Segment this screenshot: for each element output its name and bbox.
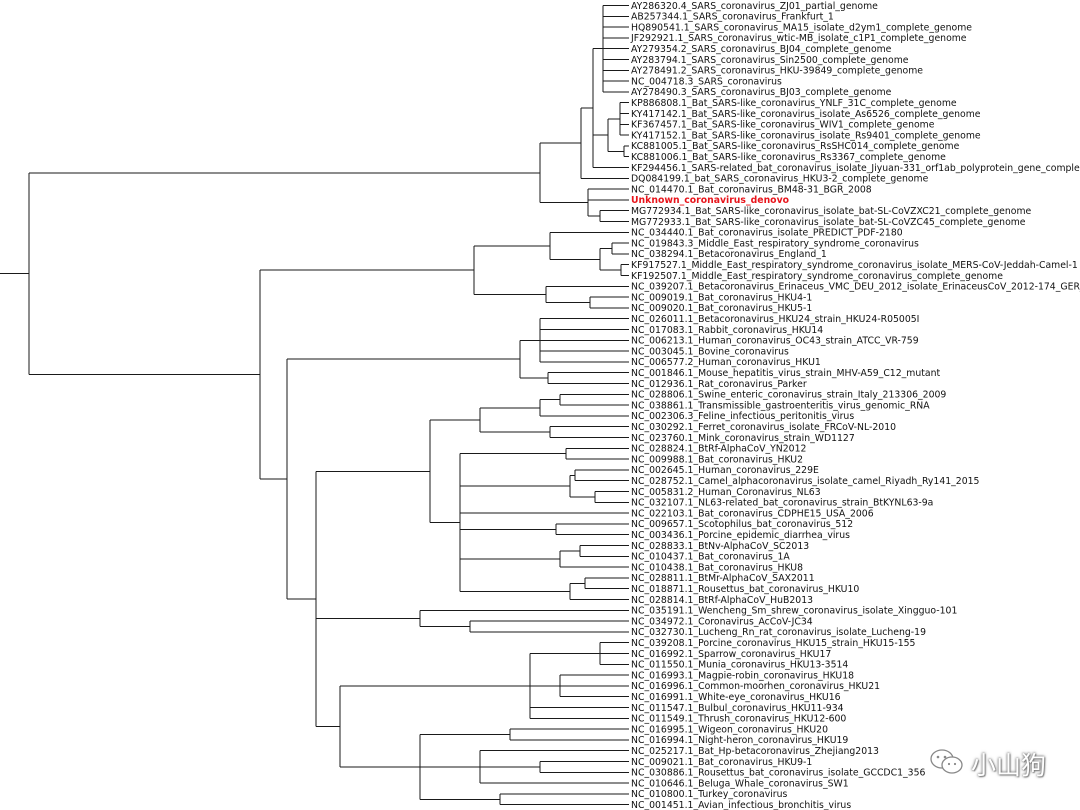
leaf-label: KF367457.1_Bat_SARS-like_coronavirus_WIV… <box>631 120 935 131</box>
leaf-label: NC_009019.1_Bat_coronavirus_HKU4-1 <box>631 292 812 303</box>
leaf-label: KF192507.1_Middle_East_respiratory_syndr… <box>631 271 1003 282</box>
leaf-label: AY283794.1_SARS_coronavirus_Sin2500_comp… <box>631 55 909 66</box>
leaf-label: NC_039207.1_Betacoronavirus_Erinaceus_VM… <box>631 282 1080 293</box>
leaf-label: NC_016996.1_Common-moorhen_coronavirus_H… <box>631 681 880 692</box>
leaf-label: NC_001846.1_Mouse_hepatitis_virus_strain… <box>631 368 940 379</box>
leaf-label: AY286320.4_SARS_coronavirus_ZJ01_partial… <box>631 1 878 12</box>
leaf-label: NC_006577.2_Human_coronavirus_HKU1 <box>631 357 821 368</box>
leaf-label: NC_009021.1_Bat_coronavirus_HKU9-1 <box>631 757 812 768</box>
tree-leaf-labels: AY286320.4_SARS_coronavirus_ZJ01_partial… <box>630 1 1080 810</box>
leaf-label: NC_016995.1_Wigeon_coronavirus_HKU20 <box>631 724 828 735</box>
leaf-label: NC_018871.1_Rousettus_bat_coronavirus_HK… <box>631 584 859 595</box>
leaf-label: NC_016991.1_White-eye_coronavirus_HKU16 <box>631 692 841 703</box>
leaf-label: NC_011550.1_Munia_coronavirus_HKU13-3514 <box>631 660 848 671</box>
leaf-label: NC_023760.1_Mink_coronavirus_strain_WD11… <box>631 433 855 444</box>
leaf-label: NC_028824.1_BtRf-AlphaCoV_YN2012 <box>631 444 806 455</box>
leaf-label: NC_032107.1_NL63-related_bat_coronavirus… <box>631 498 933 509</box>
leaf-label: NC_001451.1_Avian_infectious_bronchitis_… <box>631 800 851 810</box>
leaf-label: KY417152.1_Bat_SARS-like_coronavirus_iso… <box>631 130 981 141</box>
leaf-label: KP886808.1_Bat_SARS-like_coronavirus_YNL… <box>631 98 957 109</box>
leaf-label: NC_012936.1_Rat_coronavirus_Parker <box>631 379 807 390</box>
leaf-label: NC_009988.1_Bat_coronavirus_HKU2 <box>631 454 803 465</box>
leaf-label: NC_010646.1_Beluga_Whale_coronavirus_SW1 <box>631 778 849 789</box>
leaf-label: NC_019843.3_Middle_East_respiratory_synd… <box>631 238 919 249</box>
leaf-label: MG772933.1_Bat_SARS-like_coronavirus_iso… <box>631 217 1026 228</box>
leaf-label: NC_010438.1_Bat_coronavirus_HKU8 <box>631 562 803 573</box>
leaf-label: JF292921.1_SARS_coronavirus_wtic-MB_isol… <box>630 33 967 44</box>
leaf-label: NC_003436.1_Porcine_epidemic_diarrhea_vi… <box>631 530 850 541</box>
leaf-label: NC_016993.1_Magpie-robin_coronavirus_HKU… <box>631 670 854 681</box>
leaf-label: NC_028806.1_Swine_enteric_coronavirus_st… <box>631 390 946 401</box>
leaf-label: NC_025217.1_Bat_Hp-betacoronavirus_Zheji… <box>631 746 879 757</box>
leaf-label: NC_010800.1_Turkey_coronavirus <box>631 789 788 800</box>
leaf-label: AY279354.2_SARS_coronavirus_BJ04_complet… <box>631 44 892 55</box>
leaf-label: NC_002645.1_Human_coronavirus_229E <box>631 465 819 476</box>
leaf-label: AY278491.2_SARS_coronavirus_HKU-39849_co… <box>631 66 923 77</box>
highlighted-leaf-label: Unknown_coronavirus_denovo <box>631 195 789 206</box>
leaf-label: NC_030292.1_Ferret_coronavirus_isolate_F… <box>631 422 896 433</box>
watermark-text: 小山狗 <box>970 751 1046 780</box>
leaf-label: KF294456.1_SARS-related_bat_coronavirus_… <box>631 163 1080 174</box>
leaf-label: AY278490.3_SARS_coronavirus_BJ03_complet… <box>631 87 892 98</box>
leaf-label: NC_005831.2_Human_Coronavirus_NL63 <box>631 487 821 498</box>
leaf-label: NC_002306.3_Feline_infectious_peritoniti… <box>631 411 854 422</box>
leaf-label: HQ890541.1_SARS_coronavirus_MA15_isolate… <box>631 22 972 33</box>
leaf-label: NC_014470.1_Bat_coronavirus_BM48-31_BGR_… <box>631 184 872 195</box>
leaf-label: NC_038294.1_Betacoronavirus_England_1 <box>631 249 827 260</box>
leaf-label: NC_016992.1_Sparrow_coronavirus_HKU17 <box>631 649 831 660</box>
leaf-label: KC881005.1_Bat_SARS-like_coronavirus_RsS… <box>631 141 960 152</box>
leaf-label: KF917527.1_Middle_East_respiratory_syndr… <box>631 260 1078 271</box>
leaf-label: NC_003045.1_Bovine_coronavirus <box>631 346 789 357</box>
leaf-label: NC_030886.1_Rousettus_bat_coronavirus_is… <box>631 768 925 779</box>
leaf-label: NC_010437.1_Bat_coronavirus_1A <box>631 552 790 563</box>
leaf-label: DQ084199.1_bat_SARS_coronavirus_HKU3-2_c… <box>631 174 929 185</box>
leaf-label: NC_009020.1_Bat_coronavirus_HKU5-1 <box>631 303 812 314</box>
wechat-icon <box>929 747 965 782</box>
tree-branches <box>0 5 629 806</box>
leaf-label: KC881006.1_Bat_SARS-like_coronavirus_Rs3… <box>631 152 946 163</box>
leaf-label: MG772934.1_Bat_SARS-like_coronavirus_iso… <box>631 206 1032 217</box>
leaf-label: NC_022103.1_Bat_coronavirus_CDPHE15_USA_… <box>631 508 874 519</box>
leaf-label: NC_028814.1_BtRf-AlphaCoV_HuB2013 <box>631 595 813 606</box>
leaf-label: NC_026011.1_Betacoronavirus_HKU24_strain… <box>631 314 919 325</box>
leaf-label: NC_011547.1_Bulbul_coronavirus_HKU11-934 <box>631 703 844 714</box>
leaf-label: NC_039208.1_Porcine_coronavirus_HKU15_st… <box>631 638 916 649</box>
leaf-label: NC_009657.1_Scotophilus_bat_coronavirus_… <box>631 519 853 530</box>
leaf-label: NC_038861.1_Transmissible_gastroenteriti… <box>631 400 930 411</box>
leaf-label: NC_004718.3_SARS_coronavirus <box>631 76 782 87</box>
leaf-label: NC_034440.1_Bat_coronavirus_isolate_PRED… <box>631 228 903 239</box>
watermark: 小山狗 <box>929 746 1046 782</box>
leaf-label: NC_016994.1_Night-heron_coronavirus_HKU1… <box>631 735 848 746</box>
leaf-label: NC_011549.1_Thrush_coronavirus_HKU12-600 <box>631 714 846 725</box>
leaf-label: NC_032730.1_Lucheng_Rn_rat_coronavirus_i… <box>631 627 926 638</box>
leaf-label: AB257344.1_SARS_coronavirus_Frankfurt_1 <box>631 12 834 23</box>
leaf-label: NC_028752.1_Camel_alphacoronavirus_isola… <box>631 476 980 487</box>
leaf-label: NC_035191.1_Wencheng_Sm_shrew_coronaviru… <box>631 606 957 617</box>
leaf-label: NC_028833.1_BtNv-AlphaCoV_SC2013 <box>631 541 809 552</box>
leaf-label: NC_028811.1_BtMr-AlphaCoV_SAX2011 <box>631 573 815 584</box>
leaf-label: NC_034972.1_Coronavirus_AcCoV-JC34 <box>631 616 813 627</box>
leaf-label: NC_006213.1_Human_coronavirus_OC43_strai… <box>631 336 919 347</box>
leaf-label: NC_017083.1_Rabbit_coronavirus_HKU14 <box>631 325 823 336</box>
leaf-label: KY417142.1_Bat_SARS-like_coronavirus_iso… <box>631 109 981 120</box>
